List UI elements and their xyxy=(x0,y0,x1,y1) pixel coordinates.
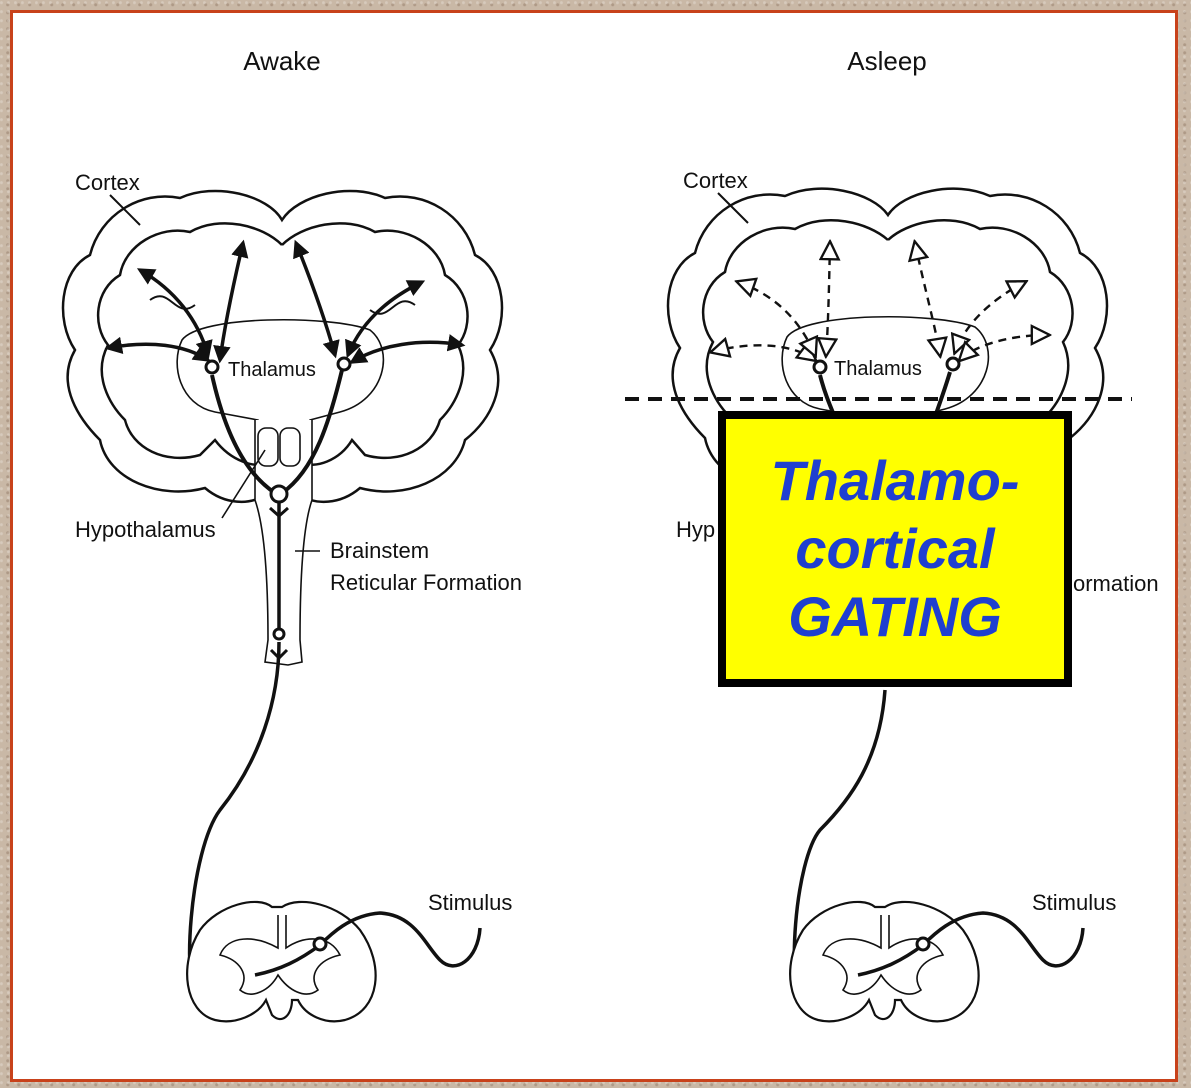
awake-thalamic-neuron-right xyxy=(338,358,350,370)
asleep-hypothalamus-label-partial: Hyp xyxy=(676,517,715,542)
asleep-title: Asleep xyxy=(847,46,927,76)
awake-brainstem-neuron-upper xyxy=(271,486,287,502)
asleep-cortex-label: Cortex xyxy=(683,168,748,193)
awake-thalamic-neuron-left xyxy=(206,361,218,373)
awake-cortex-leader xyxy=(110,195,140,225)
thalamocortical-gating-callout: Thalamo- cortical GATING xyxy=(718,411,1072,687)
awake-stimulus-label: Stimulus xyxy=(428,890,512,915)
asleep-spinal-neuron xyxy=(917,938,929,950)
awake-hypothalamus-left xyxy=(258,428,278,466)
awake-spinal-cord-outline xyxy=(187,902,375,1021)
asleep-cortex-leader xyxy=(718,193,748,223)
awake-brainstem-label-line2: Reticular Formation xyxy=(330,570,522,595)
awake-brainstem-neuron-lower xyxy=(274,629,284,639)
awake-panel: Awake Cortex Thalamus H xyxy=(63,46,522,1021)
callout-line-2: cortical xyxy=(795,515,994,583)
asleep-thalamic-neuron-left xyxy=(814,361,826,373)
awake-hypothalamus-right xyxy=(280,428,300,466)
asleep-thalamic-neuron-right xyxy=(947,358,959,370)
awake-spinal-neuron xyxy=(314,938,326,950)
asleep-thalamus-label: Thalamus xyxy=(834,358,922,380)
callout-line-3: GATING xyxy=(788,583,1002,651)
awake-thalamus-label: Thalamus xyxy=(228,359,316,381)
awake-cortex-label: Cortex xyxy=(75,170,140,195)
awake-cortex-fold-left xyxy=(150,296,195,309)
callout-line-1: Thalamo- xyxy=(771,447,1020,515)
awake-title: Awake xyxy=(243,46,321,76)
awake-hypothalamus-label: Hypothalamus xyxy=(75,517,216,542)
asleep-stimulus-label: Stimulus xyxy=(1032,890,1116,915)
asleep-brainstem-label-partial: ormation xyxy=(1073,571,1159,596)
asleep-spinal-cord-outline xyxy=(790,902,978,1021)
awake-brainstem-label-line1: Brainstem xyxy=(330,538,429,563)
